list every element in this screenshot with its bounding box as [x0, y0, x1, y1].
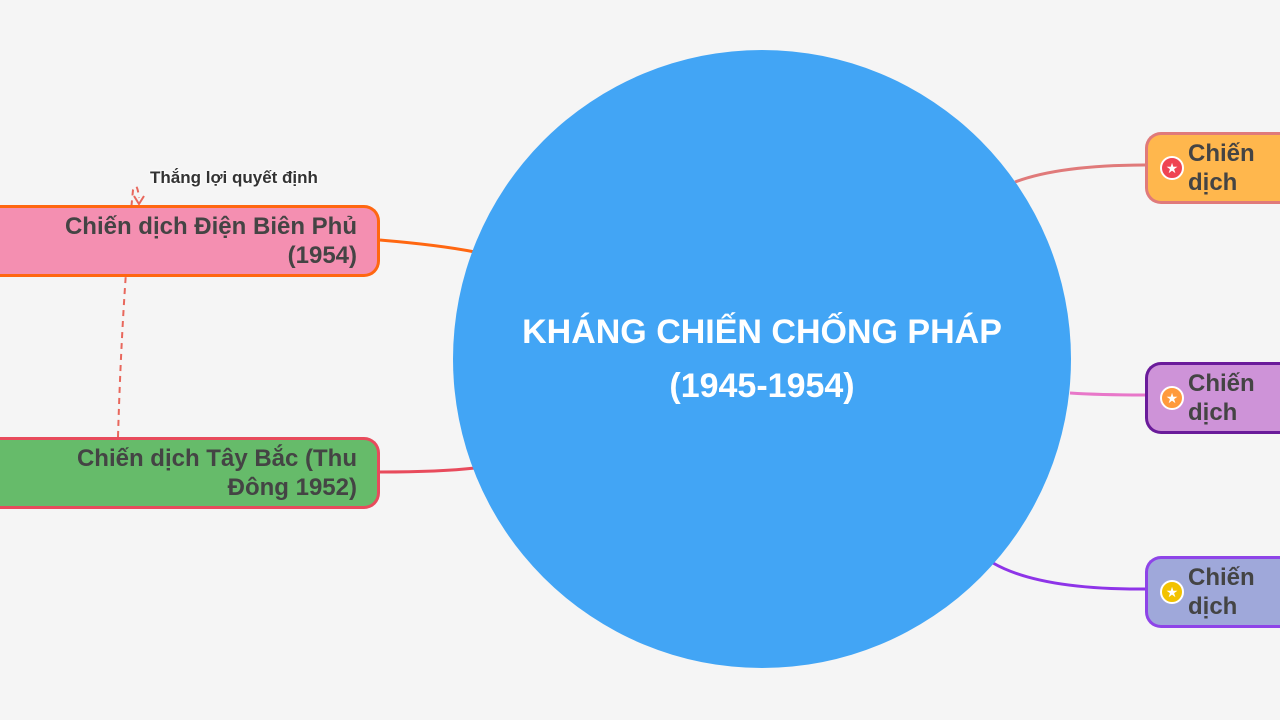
node-dien-bien-phu[interactable]: Chiến dịch Điện Biên Phủ (1954)	[0, 205, 380, 277]
node-label: Chiến dịch	[1188, 140, 1255, 196]
star-icon: ★	[1160, 386, 1184, 410]
node-right-1[interactable]: ★ Chiến dịch	[1145, 132, 1280, 204]
branch-line-right-1	[1014, 163, 1148, 184]
central-subtitle: (1945-1954)	[669, 367, 855, 405]
branch-line-taybac	[379, 466, 476, 474]
branch-line-right-2	[1069, 391, 1148, 397]
node-label: Chiến dịch Tây Bắc (Thu Đông 1952)	[76, 445, 357, 501]
star-icon: ★	[1160, 580, 1184, 604]
relationship-arrow-icon	[133, 195, 145, 206]
node-label: Chiến dịch Điện Biên Phủ (1954)	[64, 213, 357, 269]
node-right-3[interactable]: ★ Chiến dịch	[1145, 556, 1280, 628]
central-title: KHÁNG CHIẾN CHỐNG PHÁP	[522, 313, 1002, 351]
relationship-line	[117, 185, 140, 438]
branch-line-right-3	[992, 561, 1148, 591]
branch-line-dienbienphu	[379, 238, 476, 254]
star-icon: ★	[1160, 156, 1184, 180]
central-topic[interactable]: KHÁNG CHIẾN CHỐNG PHÁP (1945-1954)	[453, 50, 1071, 668]
node-right-2[interactable]: ★ Chiến dịch	[1145, 362, 1280, 434]
relationship-label[interactable]: Thắng lợi quyết định	[150, 168, 318, 187]
node-label: Chiến dịch	[1188, 370, 1255, 426]
node-tay-bac[interactable]: Chiến dịch Tây Bắc (Thu Đông 1952)	[0, 437, 380, 509]
node-label: Chiến dịch	[1188, 564, 1255, 620]
